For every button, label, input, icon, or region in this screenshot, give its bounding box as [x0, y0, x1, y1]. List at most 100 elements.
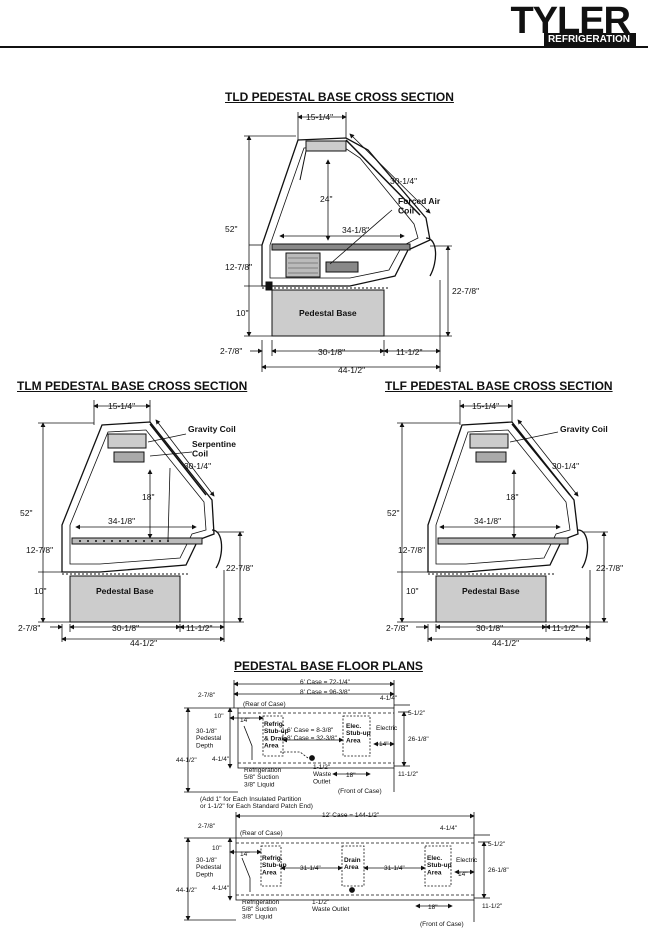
tlm-dim-top: 15-1/4"	[108, 401, 135, 411]
plan2-dim-18: 18"	[428, 904, 438, 911]
plan2-case12: 12' Case = 144-1/2"	[322, 812, 380, 819]
plan1-rear: (Rear of Case)	[243, 701, 286, 708]
tyler-logo: TYLER REFRIGERATION	[506, 1, 636, 46]
tlf-dim-top: 15-1/4"	[472, 401, 499, 411]
tlf-dimensions	[397, 400, 608, 642]
tlm-dim-lower: 12-7/8"	[26, 545, 53, 555]
tlf-dim-right: 22-7/8"	[596, 563, 623, 573]
tld-dim-total: 44-1/2"	[338, 365, 365, 375]
plan2-electric: Electric	[456, 857, 478, 864]
plan1-dim-287: 2-7/8"	[198, 692, 216, 699]
tlf-labels: 15-1/4" Gravity Coil 30-1/4" 18" 34-1/8"…	[386, 401, 623, 648]
tlf-dim-base-w: 30-1/8"	[476, 623, 503, 633]
plan2-dim-414: 4-1/4"	[440, 825, 458, 832]
tld-dim-right: 22-7/8"	[452, 286, 479, 296]
plan1-drawing	[184, 680, 410, 793]
plan2-dim-4412: 44-1/2"	[176, 887, 197, 894]
plan1-dim-414b: 4-1/4"	[212, 756, 230, 763]
tlm-dim-diag: 30-1/4"	[184, 461, 211, 471]
tlm-dim-base-h: 10"	[34, 586, 46, 596]
tlf-dim-lower: 12-7/8"	[398, 545, 425, 555]
plan1-dim-414: 4-1/4"	[380, 695, 398, 702]
tld-dim-shelf: 34-1/8"	[342, 225, 369, 235]
plan2-dim-3114b: 31-1/4"	[384, 865, 405, 872]
plan1-case6: 6' Case = 72-1/4"	[300, 679, 351, 686]
tlf-base-label: Pedestal Base	[462, 586, 520, 596]
tlf-title: TLF PEDESTAL BASE CROSS SECTION	[385, 379, 613, 393]
plan2-labels: 12' Case = 144-1/2" (Rear of Case) 2-7/8…	[176, 812, 509, 928]
logo-subtitle: REFRIGERATION	[543, 33, 636, 46]
plan1-mid6: 6' Case = 8-3/8"	[287, 727, 334, 734]
plan2-dim-287: 2-7/8"	[198, 823, 216, 830]
plan1-dim-14b: 14"	[379, 741, 389, 748]
tlf-dim-total: 44-1/2"	[492, 638, 519, 648]
tld-dimensions	[244, 112, 452, 372]
plan1-front: (Front of Case)	[338, 788, 382, 795]
tlm-dim-base-w: 30-1/8"	[112, 623, 139, 633]
plan1-dim-2618: 26-1/8"	[408, 736, 429, 743]
tlm-coil-1: Gravity Coil	[188, 424, 236, 434]
tlm-dim-total: 44-1/2"	[130, 638, 157, 648]
plan2-front: (Front of Case)	[420, 921, 464, 928]
tlf-dim-left: 2-7/8"	[386, 623, 408, 633]
plan1-dim-512: 5-1/2"	[408, 710, 426, 717]
tlf-dim-diag: 30-1/4"	[552, 461, 579, 471]
plan1-mid8: 8' Case = 32-3/8"	[287, 735, 338, 742]
tlm-dim-front: 11-1/2"	[186, 623, 213, 633]
plan1-dim-18: 18"	[346, 772, 356, 779]
plan2-rear: (Rear of Case)	[240, 830, 283, 837]
header-rule	[0, 46, 648, 48]
tlm-dim-left: 2-7/8"	[18, 623, 40, 633]
tld-dim-front: 11-1/2"	[396, 347, 423, 357]
plan2-dim-14b: 14"	[458, 871, 468, 878]
tld-dim-inner: 24"	[320, 194, 332, 204]
tld-dim-left: 2-7/8"	[220, 346, 242, 356]
tld-dim-height: 52"	[225, 224, 237, 234]
tlm-dim-height: 52"	[20, 508, 32, 518]
plan2-dim-414b: 4-1/4"	[212, 885, 230, 892]
tlf-dim-inner: 18"	[506, 492, 518, 502]
plan2-dim-10: 10"	[212, 845, 222, 852]
tld-dim-diag: 30-1/4"	[390, 176, 417, 186]
plan2-dim-512: 5-1/2"	[488, 841, 506, 848]
plans-title: PEDESTAL BASE FLOOR PLANS	[234, 659, 423, 673]
plan1-labels: 6' Case = 72-1/4" 8' Case = 96-3/8" (Rea…	[176, 679, 429, 810]
tld-base-label: Pedestal Base	[299, 308, 357, 318]
tld-title: TLD PEDESTAL BASE CROSS SECTION	[225, 90, 454, 104]
tld-dim-top: 15-1/4"	[306, 112, 333, 122]
tld-dim-base-w: 30-1/8"	[318, 347, 345, 357]
tld-dim-base-h: 10"	[236, 308, 248, 318]
tlm-dim-shelf: 34-1/8"	[108, 516, 135, 526]
plan1-dim-1112: 11-1/2"	[398, 771, 419, 778]
plan1-case8: 8' Case = 96-3/8"	[300, 689, 351, 696]
tlm-dim-inner: 18"	[142, 492, 154, 502]
tlf-dim-front: 11-1/2"	[552, 623, 579, 633]
tlm-base-label: Pedestal Base	[96, 586, 154, 596]
tlf-dim-shelf: 34-1/8"	[474, 516, 501, 526]
tlf-dim-height: 52"	[387, 508, 399, 518]
tlf-coil-1: Gravity Coil	[560, 424, 608, 434]
tld-drawing	[261, 137, 437, 337]
plan1-dim-10: 10"	[214, 713, 224, 720]
tlf-dim-base-h: 10"	[406, 586, 418, 596]
plan1-electric: Electric	[376, 725, 398, 732]
plan2-dim-2618: 26-1/8"	[488, 867, 509, 874]
tlm-dimensions	[38, 400, 244, 642]
plan2-dim-3114a: 31-1/4"	[300, 865, 321, 872]
tlm-title: TLM PEDESTAL BASE CROSS SECTION	[17, 379, 248, 393]
